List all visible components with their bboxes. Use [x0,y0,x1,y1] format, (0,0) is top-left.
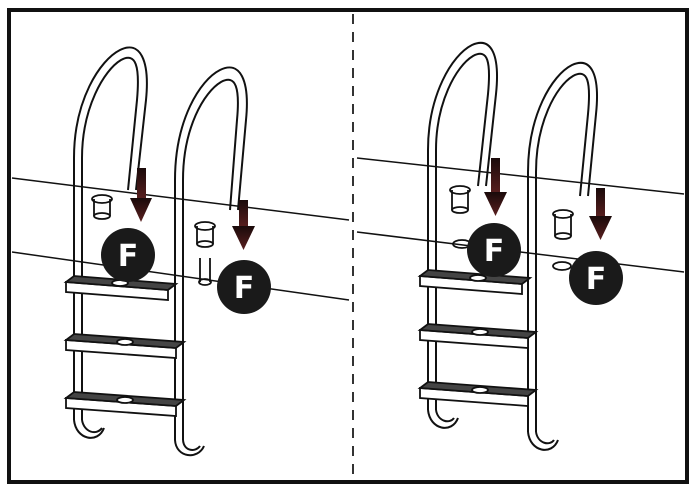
ladder-rail-left [427,41,498,429]
diagram-frame [7,8,689,484]
ladder-rail-left [73,46,148,439]
ladder-step [417,323,539,349]
panel-after: F F [356,41,685,451]
anchor-socket [194,221,216,286]
down-arrow-icon [484,158,507,216]
callout-badge: F [569,251,623,305]
down-arrow-icon [130,168,152,222]
callout-badge: F [217,260,271,314]
pool-wall-edge [356,157,685,195]
pool-wall-edge [11,177,350,221]
anchor-socket [449,185,472,249]
ladder-step [63,275,179,301]
anchor-socket [552,209,574,271]
down-arrow-icon [589,188,612,240]
ladder-step [63,333,187,359]
down-arrow-icon [232,200,255,250]
pool-wall-edge [11,251,350,301]
callout-badge: F [101,228,155,282]
callout-label: F [234,271,255,306]
ladder-step [63,391,187,417]
callout-badge: F [467,223,521,277]
ladder-rail-right [527,61,598,451]
anchor-socket [91,194,113,220]
ladder-step [417,381,539,407]
callout-label: F [586,262,607,297]
panel-before: F F [11,46,350,456]
callout-label: F [118,239,139,274]
ladder-rail-right [174,66,248,456]
callout-label: F [484,234,505,269]
